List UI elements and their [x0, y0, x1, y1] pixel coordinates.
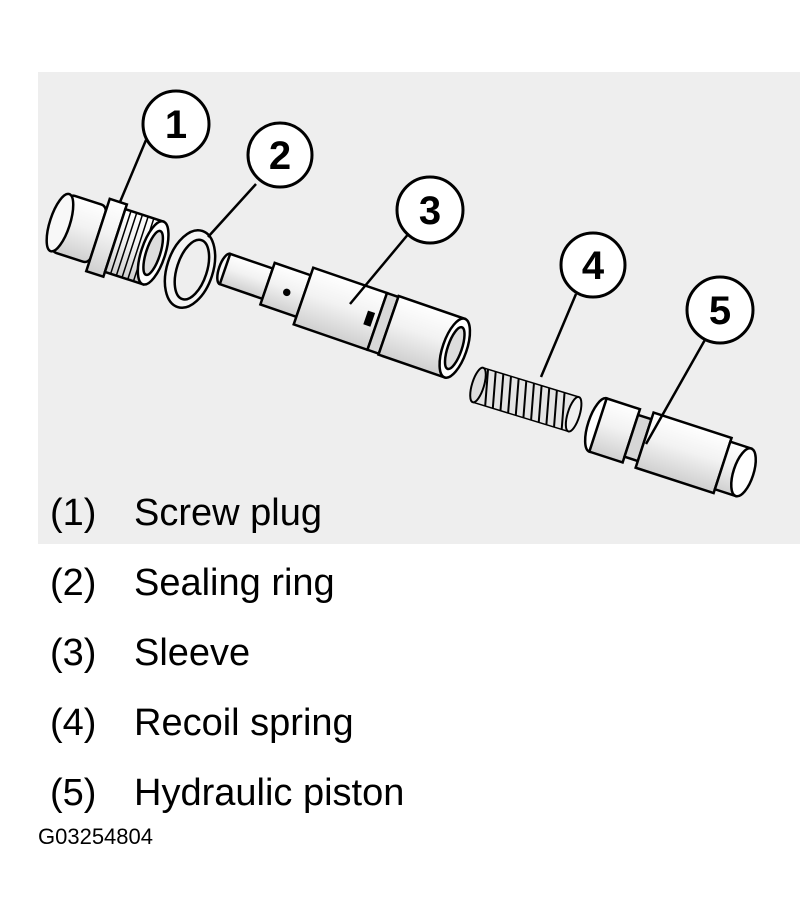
legend-label: Sealing ring: [134, 561, 335, 604]
legend-item-1: (1) Screw plug: [50, 478, 404, 548]
legend-item-3: (3) Sleeve: [50, 618, 404, 688]
legend-item-5: (5) Hydraulic piston: [50, 758, 404, 828]
legend-number: (5): [50, 771, 97, 814]
callout-4: 4: [539, 231, 627, 378]
screw-plug-part: [45, 192, 170, 286]
parts-legend: (1) Screw plug (2) Sealing ring (3) Slee…: [50, 478, 404, 828]
callout-2: 2: [207, 121, 314, 238]
legend-number: (1): [50, 491, 97, 534]
callout-5: 5: [644, 275, 755, 445]
legend-number: (3): [50, 631, 97, 674]
callout-2-number: 2: [269, 134, 291, 178]
recoil-spring-part: [469, 366, 583, 433]
callout-3-number: 3: [419, 189, 441, 233]
legend-label: Hydraulic piston: [134, 771, 405, 814]
legend-number: (2): [50, 561, 97, 604]
exploded-view-figure: 1 2 3 4 5: [38, 72, 800, 544]
figure-code: G03254804: [38, 824, 153, 849]
legend-item-2: (2) Sealing ring: [50, 548, 404, 618]
sleeve-part: [216, 252, 472, 380]
legend-label: Screw plug: [134, 491, 322, 534]
hydraulic-piston-part: [583, 396, 758, 498]
legend-label: Sleeve: [134, 631, 251, 674]
legend-number: (4): [50, 701, 97, 744]
callout-1-number: 1: [165, 103, 187, 147]
callout-1: 1: [118, 89, 211, 203]
sealing-ring-part: [163, 229, 217, 309]
legend-item-4: (4) Recoil spring: [50, 688, 404, 758]
callout-4-number: 4: [582, 244, 605, 288]
legend-label: Recoil spring: [134, 701, 354, 744]
callout-3: 3: [349, 175, 465, 305]
callout-5-number: 5: [709, 289, 731, 333]
